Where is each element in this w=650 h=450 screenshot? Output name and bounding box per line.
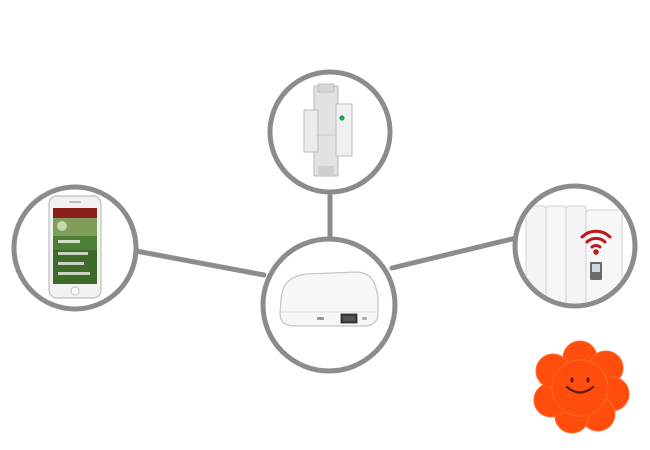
connector-to-smartphone: [133, 248, 267, 278]
wifi-radiator-icon: [525, 205, 623, 303]
hub-gateway: [260, 236, 398, 374]
smiling-flower-logo: [533, 340, 630, 434]
connectors: [133, 188, 519, 278]
din-rail-module-icon: [303, 83, 353, 177]
connector-to-radiator: [389, 235, 519, 271]
gateway-device-icon: [279, 271, 379, 327]
node-wifi-radiator: [512, 183, 638, 309]
node-din-rail-module: [267, 69, 393, 195]
smartphone-app-icon: [48, 195, 102, 299]
node-smartphone-app: [11, 184, 139, 312]
wifi-signal-icon: [580, 229, 612, 249]
